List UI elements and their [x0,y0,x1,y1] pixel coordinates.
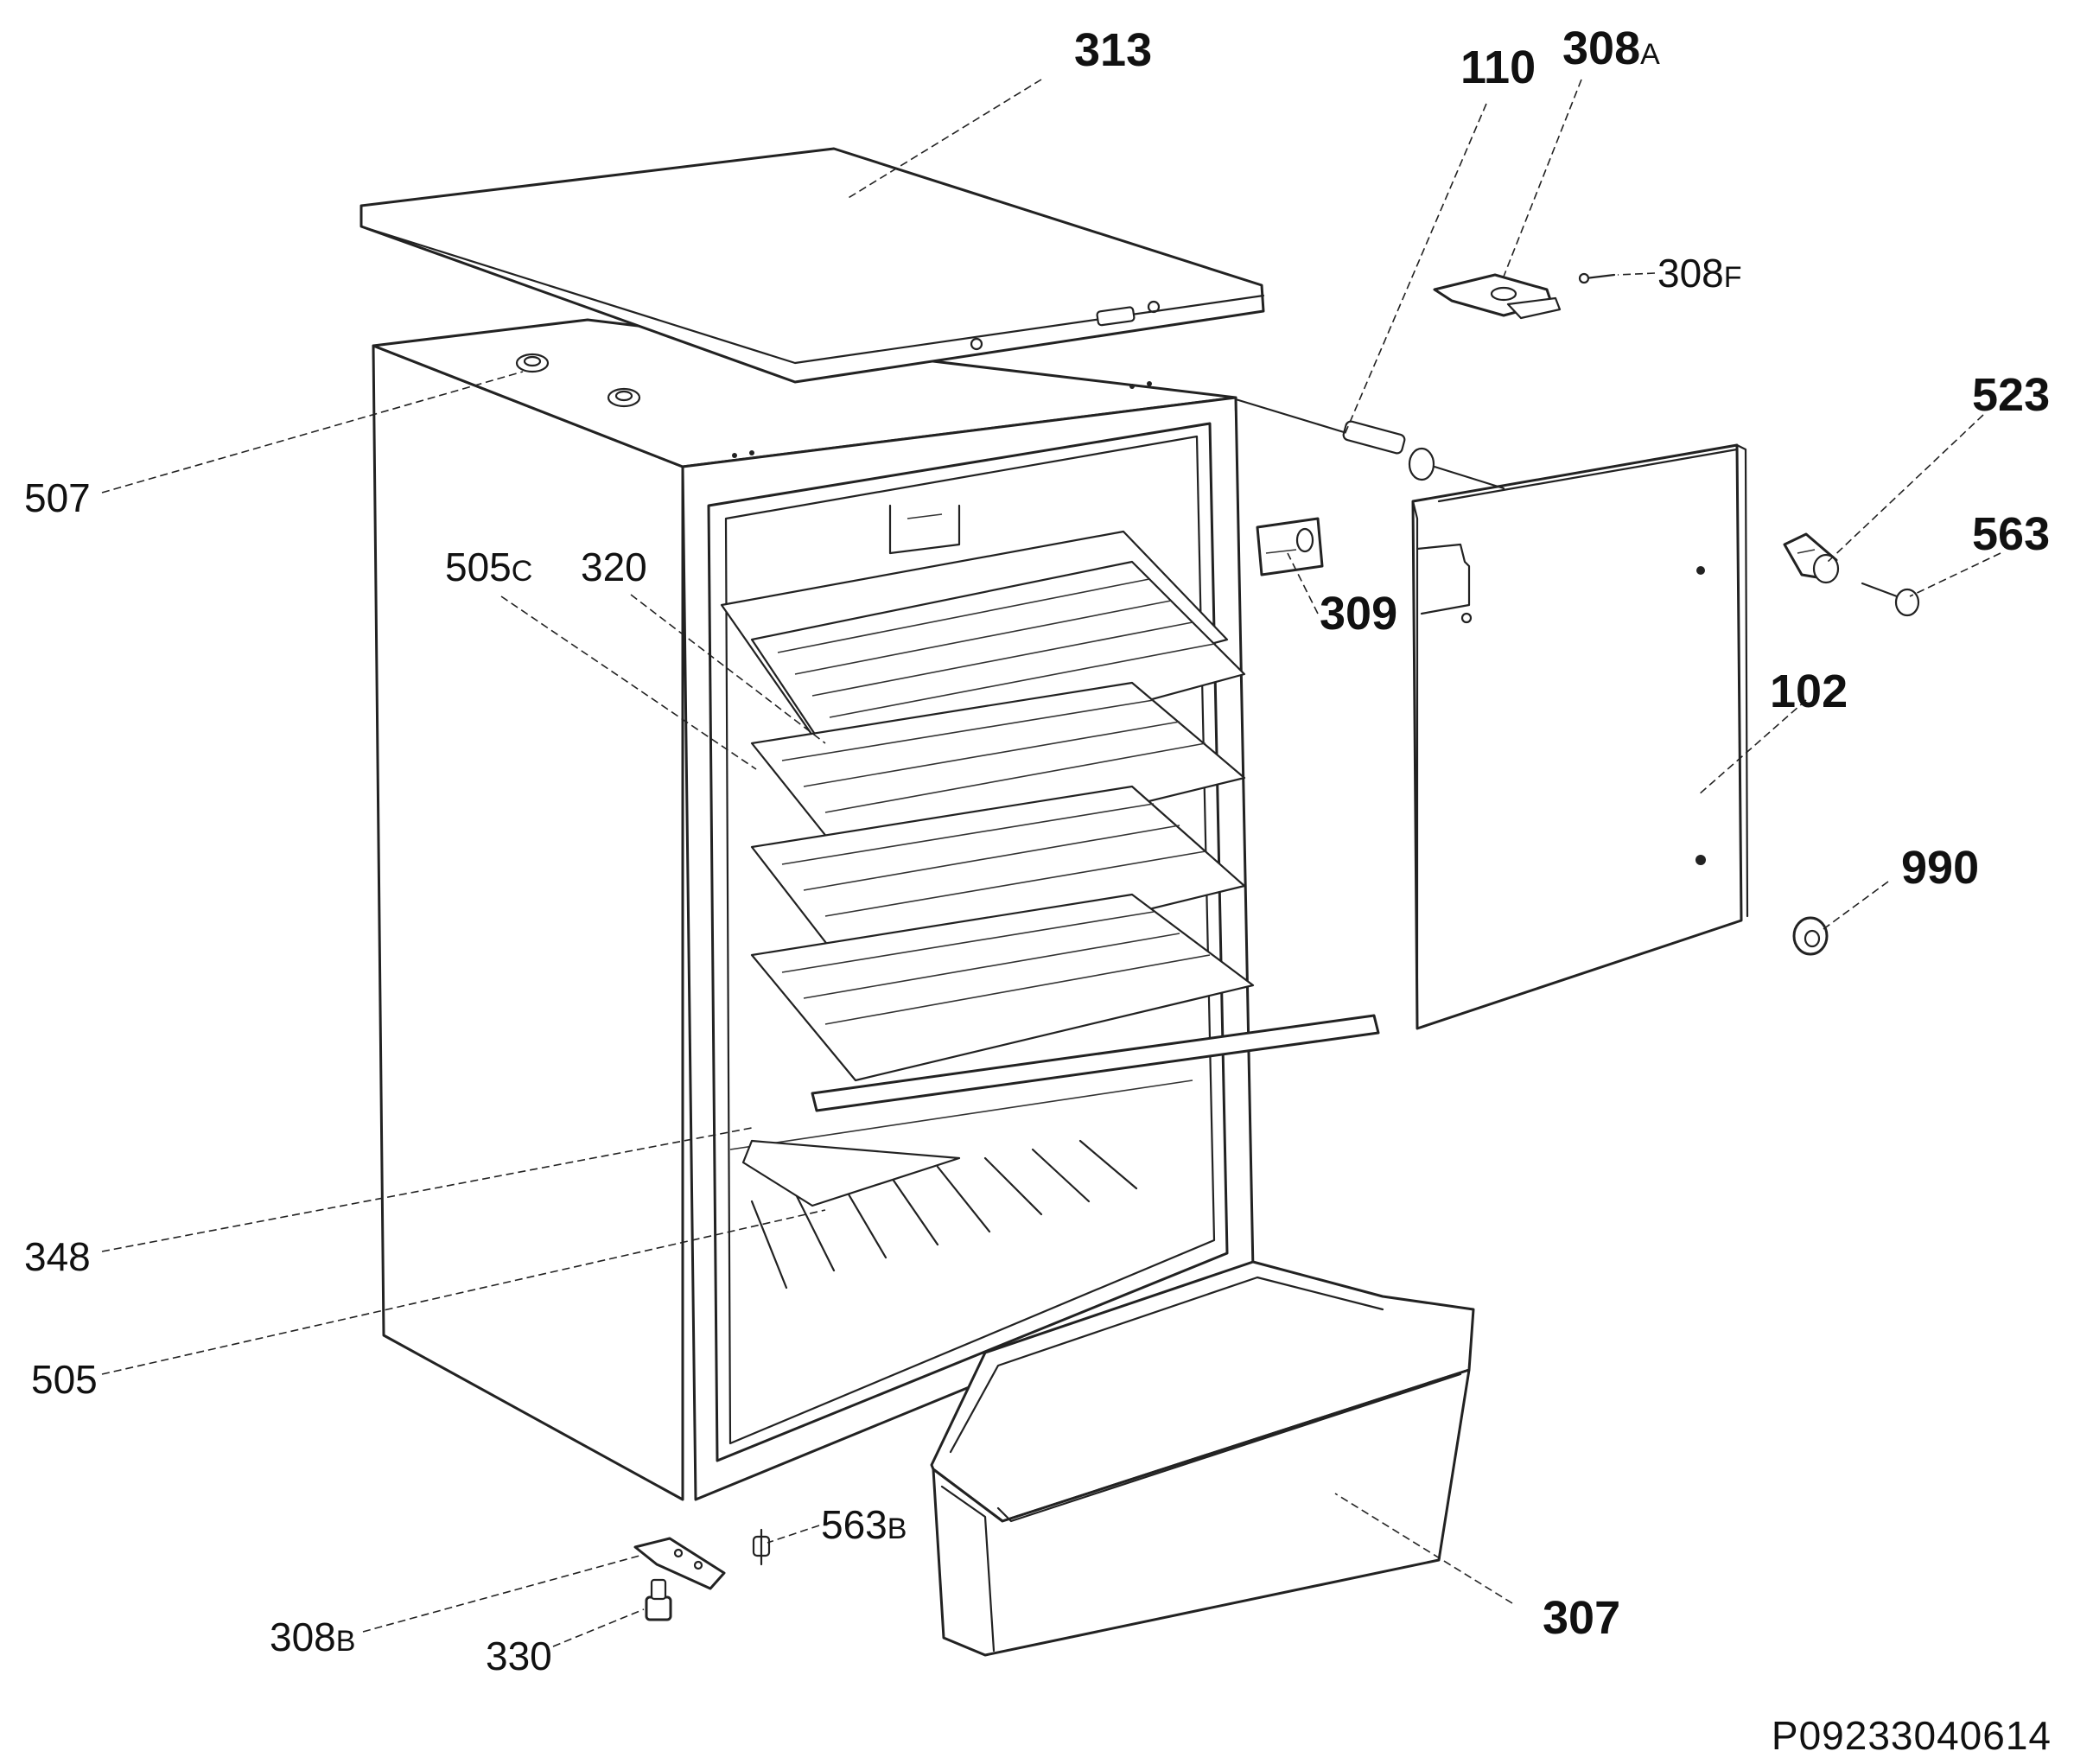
part-label-348: 348 [24,1234,91,1279]
top-screw [607,387,641,408]
part-label-330: 330 [486,1633,552,1678]
hinge-screw [1578,272,1616,284]
door [1411,443,1749,1030]
part-label-523: 523 [1972,369,2050,421]
part-label-308a: 308A [1562,22,1660,74]
leader-lines [101,79,2001,1647]
part-label-102: 102 [1770,665,1848,717]
part-label-308f: 308F [1657,251,1742,296]
door-lock-knob [1783,532,1840,584]
wire-shelves [720,530,1380,1207]
part-label-110: 110 [1460,41,1536,93]
part-labels: 313 110 308A 308F 523 563 507 505C 320 3… [24,22,2050,1678]
worktop [359,147,1265,384]
part-label-505: 505 [31,1357,98,1402]
part-label-563: 563 [1972,508,2050,560]
part-label-308b: 308B [270,1614,355,1659]
worktop-hinge-slot [970,300,1161,351]
part-label-990: 990 [1901,842,1979,894]
upper-hinge [1433,273,1562,320]
hinge-pin-assembly [1234,398,1505,490]
crisper-bin [930,1260,1475,1657]
lower-pin [752,1528,771,1566]
part-label-307: 307 [1543,1592,1620,1644]
door-cap [1792,916,1829,956]
part-label-507: 507 [24,475,91,520]
document-id: P09233040614 [1771,1713,2052,1758]
part-label-309: 309 [1320,588,1397,640]
floor-ribs [750,1139,1138,1290]
thermostat-bracket [1256,517,1324,576]
part-label-505c: 505C [445,544,532,589]
part-label-313: 313 [1074,24,1152,76]
lower-hinge [633,1537,726,1590]
door-screw [1861,582,1920,617]
part-label-563b: 563B [821,1502,907,1547]
foot-screw [645,1578,672,1621]
top-screw [515,353,550,373]
part-label-320: 320 [581,544,647,589]
